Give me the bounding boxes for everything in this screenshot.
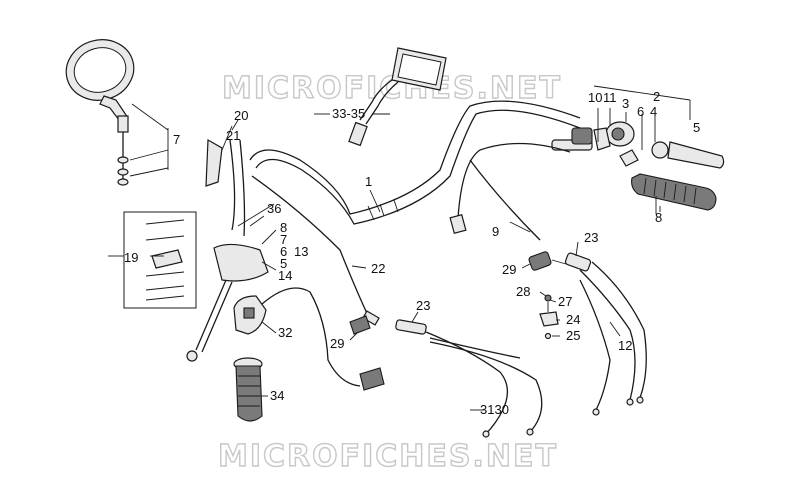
cable-fittings-right xyxy=(528,251,592,272)
label-10: 10 xyxy=(588,90,602,105)
leader-lines xyxy=(150,113,661,411)
left-lever-box xyxy=(108,211,197,309)
label-36: 36 xyxy=(267,201,281,216)
cables-30-31 xyxy=(395,319,543,438)
right-grip xyxy=(631,173,717,214)
throttle-assembly xyxy=(551,85,725,169)
left-mirror xyxy=(65,39,169,186)
left-grip xyxy=(233,357,263,422)
label-6: 6 xyxy=(637,104,644,119)
label-7: 7 xyxy=(173,132,180,147)
label-33-35: 33-35 xyxy=(332,106,365,121)
label-6-stack: 6 xyxy=(280,244,287,259)
label-8-stack: 8 xyxy=(280,220,287,235)
label-25: 25 xyxy=(566,328,580,343)
cable-22 xyxy=(251,175,380,335)
label-29-left: 29 xyxy=(330,336,344,351)
label-11: 11 xyxy=(603,90,617,105)
label-5: 5 xyxy=(693,120,700,135)
cables-12 xyxy=(579,261,647,416)
label-8: 8 xyxy=(655,210,662,225)
label-23-right: 23 xyxy=(584,230,598,245)
label-3: 3 xyxy=(622,96,629,111)
label-5-stack: 5 xyxy=(280,256,287,271)
label-34: 34 xyxy=(270,388,284,403)
label-14-stack: 14 xyxy=(278,268,292,283)
label-23-center: 23 xyxy=(416,298,430,313)
label-32: 32 xyxy=(278,325,292,340)
label-28: 28 xyxy=(516,284,530,299)
label-7-stack: 7 xyxy=(280,232,287,247)
watermark-bottom: MICROFICHES.NET xyxy=(218,439,558,474)
right-mirror xyxy=(348,47,447,147)
label-13-stack: 13 xyxy=(294,244,308,259)
label-29-right: 29 xyxy=(502,262,516,277)
label-20: 20 xyxy=(234,108,248,123)
cable-9 xyxy=(449,142,571,241)
adjuster-parts xyxy=(539,294,559,340)
label-1: 1 xyxy=(365,174,372,189)
label-2: 2 xyxy=(653,89,660,104)
label-22: 22 xyxy=(371,261,385,276)
watermark-top: MICROFICHES.NET xyxy=(222,71,562,106)
left-switch xyxy=(233,287,385,391)
label-19: 19 xyxy=(124,250,138,265)
label-12: 12 xyxy=(618,338,632,353)
label-21: 21 xyxy=(226,128,240,143)
left-lever xyxy=(186,138,275,362)
label-9: 9 xyxy=(492,224,499,239)
label-24: 24 xyxy=(566,312,580,327)
label-4: 4 xyxy=(650,104,657,119)
handlebar xyxy=(249,100,581,225)
label-3130: 3130 xyxy=(480,402,509,417)
label-27: 27 xyxy=(558,294,572,309)
